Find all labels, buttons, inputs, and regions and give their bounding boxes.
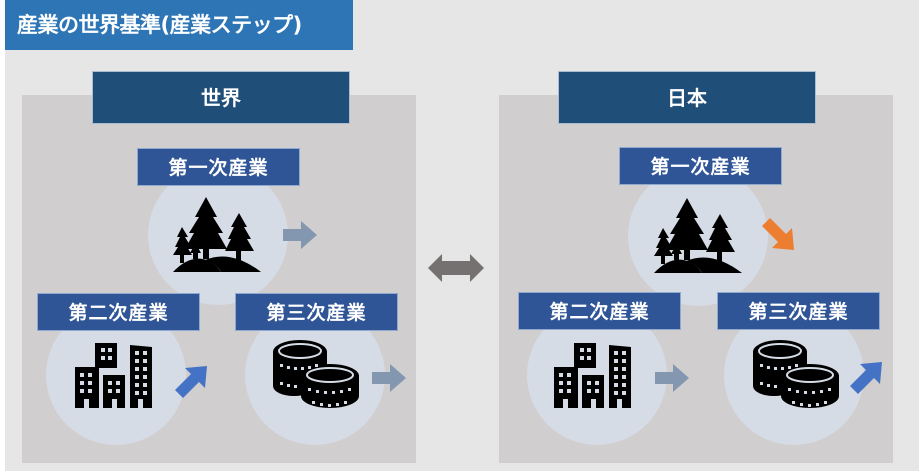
world-secondary-trend-up-arrow-icon [175, 366, 209, 402]
coins-icon [752, 338, 842, 414]
world-primary-trend-flat-arrow-icon [283, 219, 317, 255]
world-secondary-label: 第二次産業 [37, 293, 200, 331]
japan-secondary-trend-flat-arrow-icon [655, 362, 689, 398]
japan-secondary-label: 第二次産業 [518, 292, 681, 330]
world-header: 世界 [92, 71, 350, 124]
world-tertiary-label: 第三次産業 [235, 293, 398, 331]
world-primary-label: 第一次産業 [137, 148, 300, 186]
japan-tertiary-label: 第三次産業 [717, 292, 880, 330]
coins-icon [272, 338, 362, 414]
forest-icon [654, 198, 744, 277]
japan-primary-trend-down-arrow-icon [762, 218, 796, 254]
forest-icon [173, 197, 263, 276]
japan-tertiary-trend-up-arrow-icon [850, 362, 884, 398]
double-arrow-icon [428, 254, 484, 282]
japan-header: 日本 [558, 71, 816, 124]
buildings-icon [554, 343, 634, 412]
world-tertiary-trend-flat-arrow-icon [372, 362, 406, 398]
buildings-icon [75, 343, 155, 412]
page-title: 産業の世界基準(産業ステップ) [5, 0, 353, 50]
japan-primary-label: 第一次産業 [619, 147, 782, 185]
